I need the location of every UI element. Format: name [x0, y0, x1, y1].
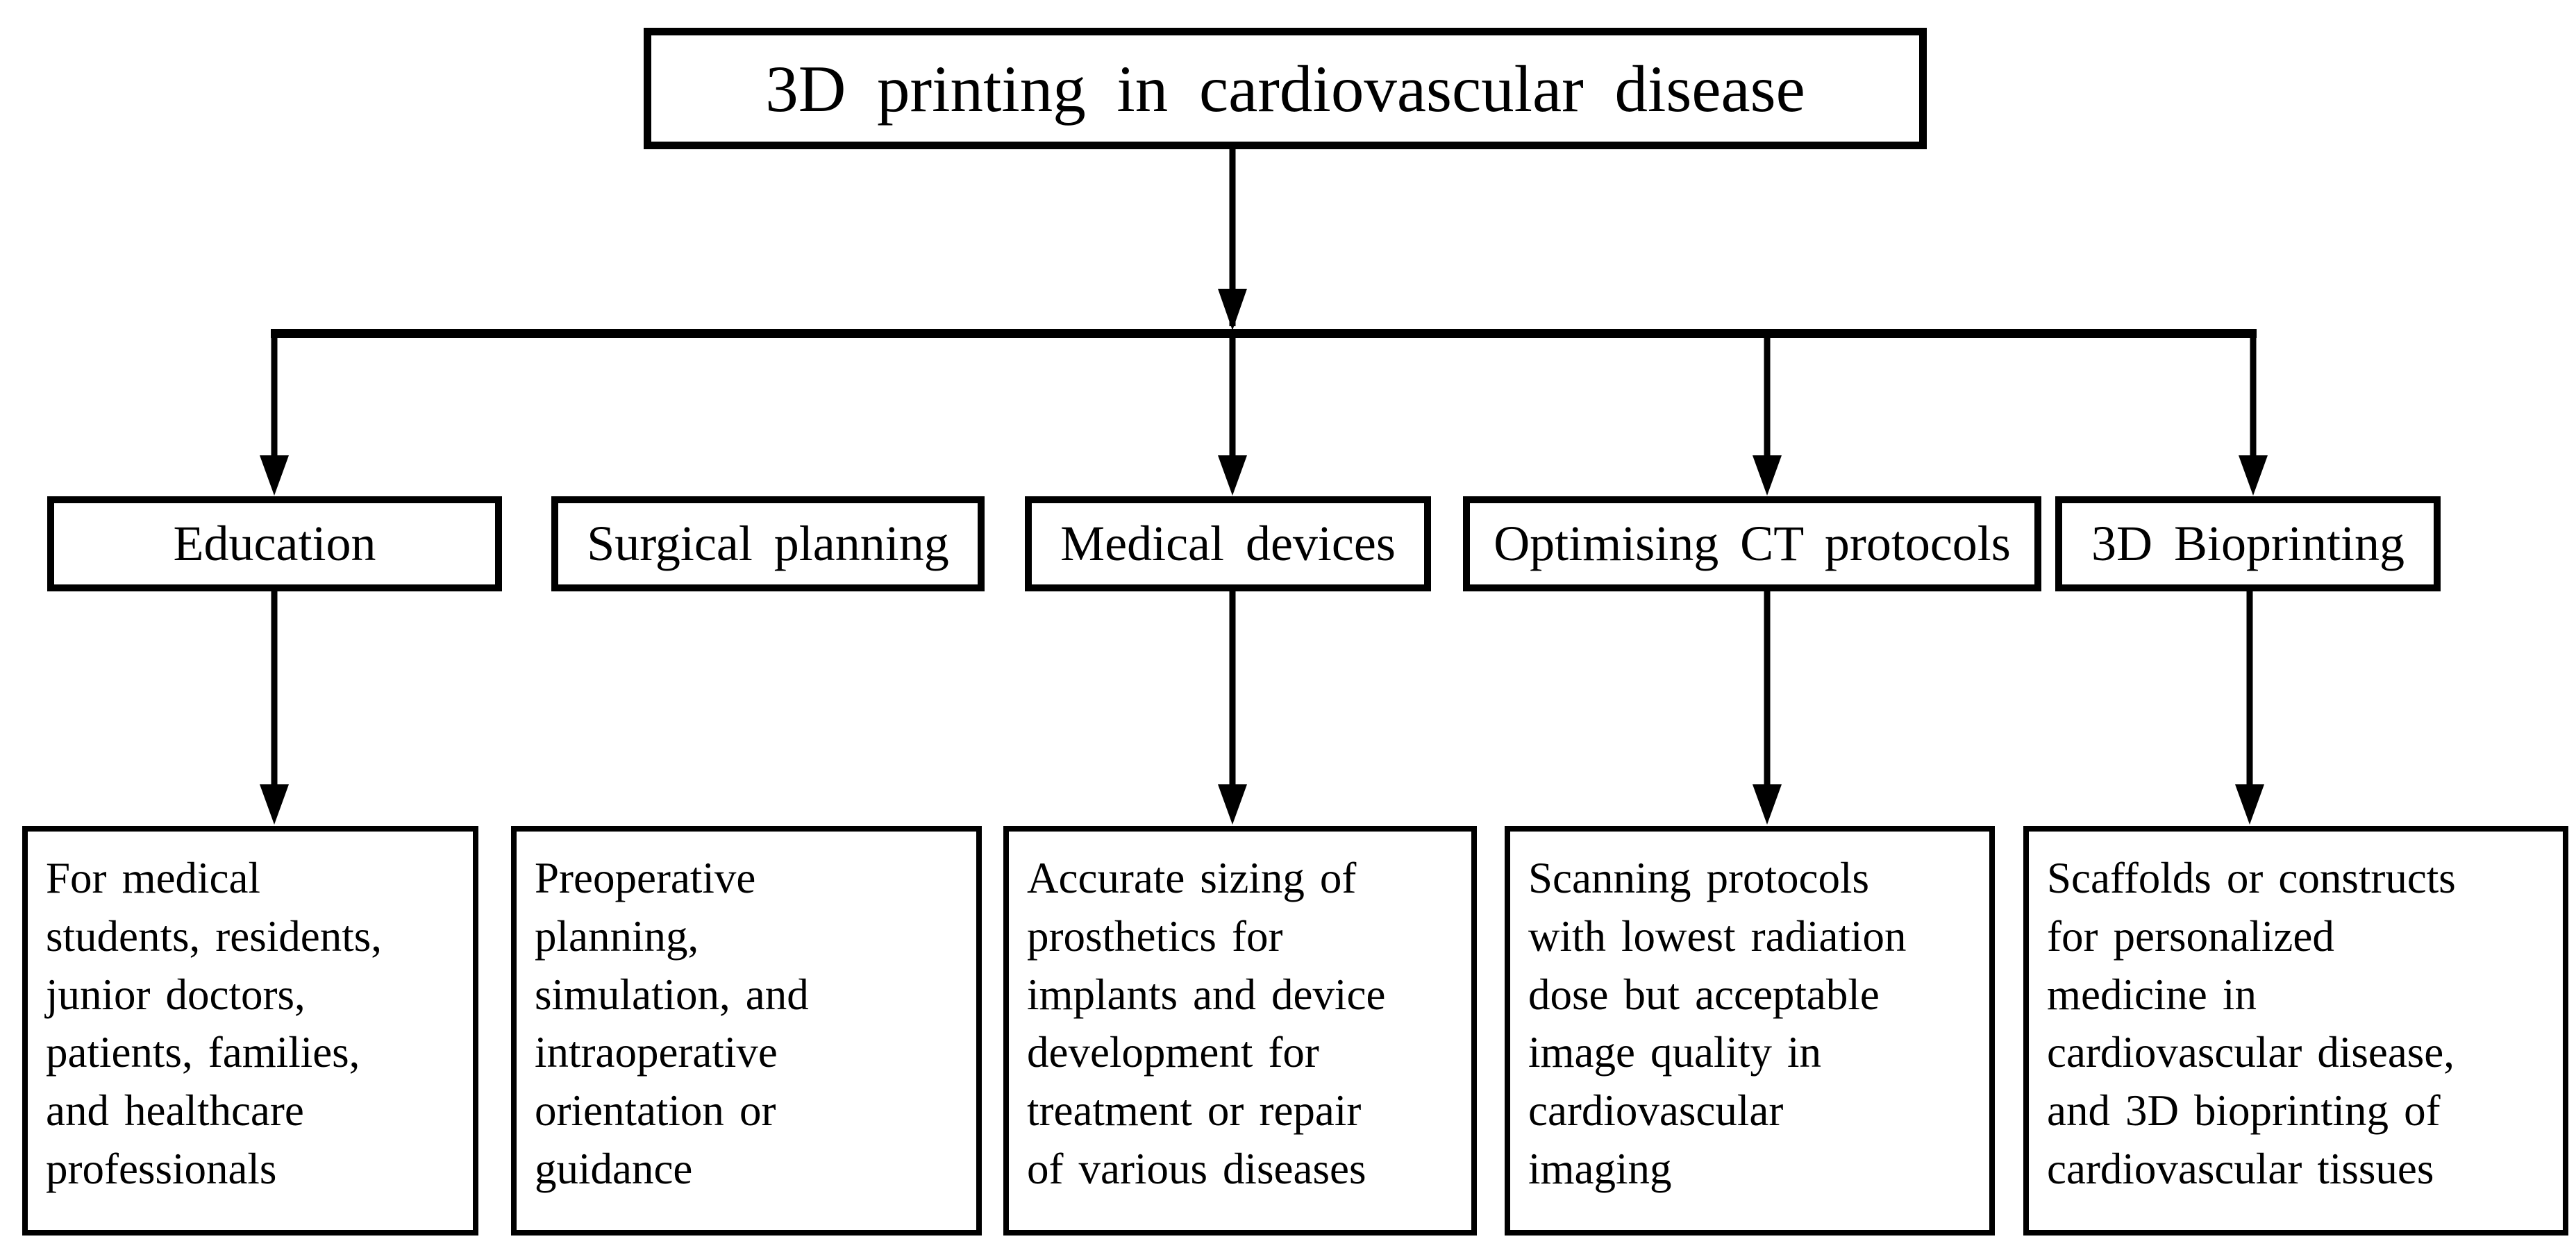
drop-devices-arrowhead [1218, 455, 1247, 496]
arrow-devices-desc-arrowhead [1218, 784, 1247, 825]
arrow-education-desc-arrowhead [260, 784, 289, 825]
branch-label: Medical devices [1060, 516, 1396, 571]
title-box: 3D printing in cardiovascular disease [644, 28, 1927, 149]
branch-box-3d-bioprinting: 3D Bioprinting [2055, 496, 2441, 591]
drop-bioprinting-arrowhead [2239, 455, 2268, 496]
branch-box-surgical-planning: Surgical planning [551, 496, 985, 591]
branch-label: Optimising CT protocols [1494, 516, 2011, 571]
title-stem-arrowhead [1218, 289, 1247, 330]
drop-education-arrowhead [260, 455, 289, 496]
branch-box-optimising-ct-protocols: Optimising CT protocols [1463, 496, 2041, 591]
branch-label: 3D Bioprinting [2091, 516, 2404, 571]
branch-horizontal-line [271, 329, 2257, 338]
branch-label: Education [173, 516, 376, 571]
description-box-3d-bioprinting: Scaffolds or constructs for personalized… [2023, 826, 2568, 1236]
description-box-surgical-planning: Preoperative planning, simulation, and i… [511, 826, 982, 1236]
description-box-education: For medical students, residents, junior … [22, 826, 478, 1236]
branch-label: Surgical planning [587, 516, 949, 571]
arrow-ct-desc-arrowhead [1753, 784, 1782, 825]
branch-box-education: Education [47, 496, 502, 591]
drop-ct-arrowhead [1753, 455, 1782, 496]
branch-box-medical-devices: Medical devices [1025, 496, 1431, 591]
arrow-bioprinting-desc-arrowhead [2235, 784, 2264, 825]
description-box-medical-devices: Accurate sizing of prosthetics for impla… [1003, 826, 1477, 1236]
description-box-optimising-ct-protocols: Scanning protocols with lowest radiation… [1505, 826, 1995, 1236]
title-text: 3D printing in cardiovascular disease [765, 51, 1805, 126]
